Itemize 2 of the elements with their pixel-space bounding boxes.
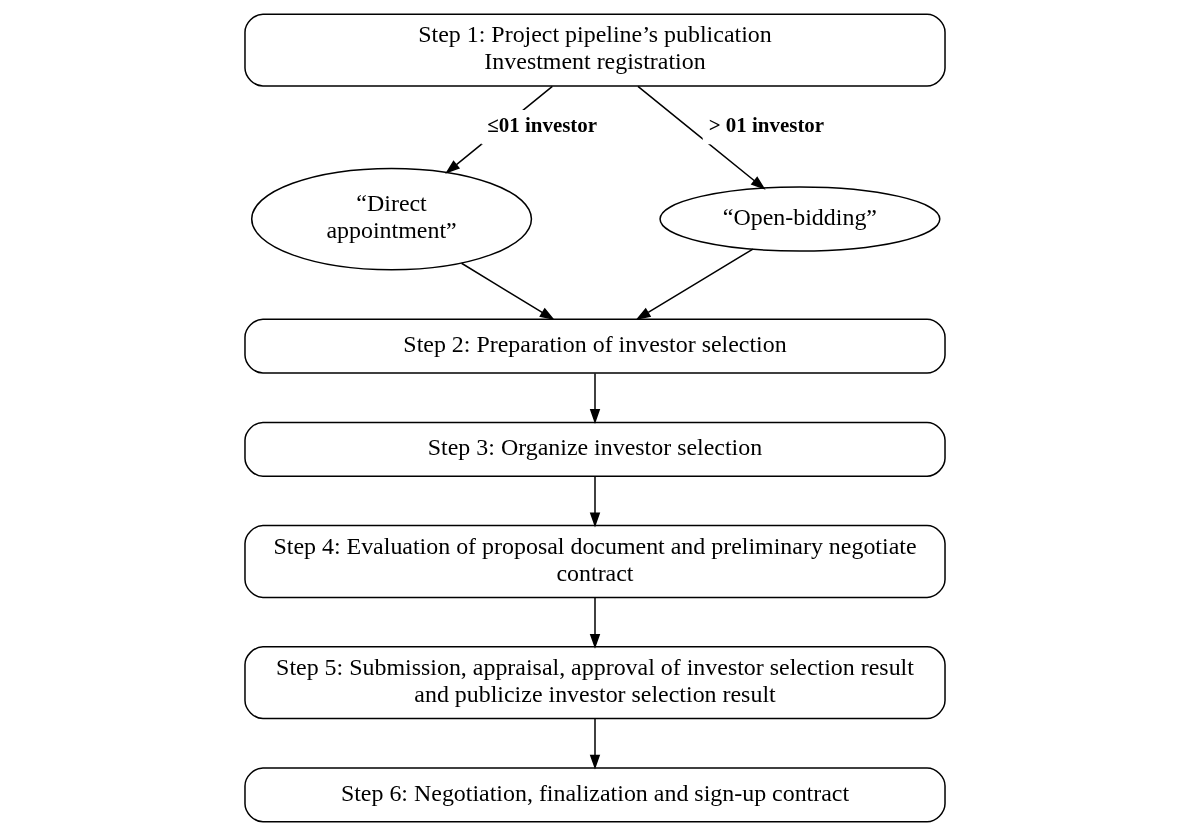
edge-label: ≤01 investor <box>487 112 598 137</box>
edge-label: > 01 investor <box>708 112 825 137</box>
